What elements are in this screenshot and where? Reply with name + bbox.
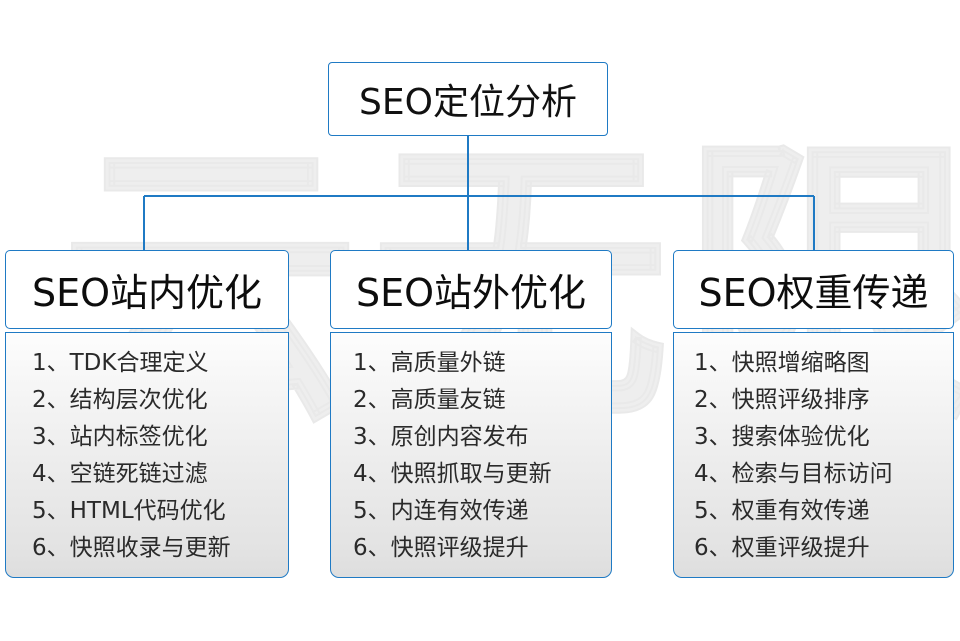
branch-header-1[interactable]: SEO站内优化 (5, 250, 289, 329)
branch-column-1: SEO站内优化 1、TDK合理定义 2、结构层次优化 3、站内标签优化 4、空链… (5, 250, 289, 578)
list-item: 4、空链死链过滤 (32, 461, 208, 487)
list-item: 6、快照评级提升 (353, 535, 529, 561)
list-item: 2、结构层次优化 (32, 387, 208, 413)
branch-list-3: 1、快照增缩略图 2、快照评级排序 3、搜索体验优化 4、检索与目标访问 5、权… (674, 345, 953, 567)
branch-header-2[interactable]: SEO站外优化 (330, 250, 612, 329)
root-node[interactable]: SEO定位分析 (328, 62, 608, 136)
list-item: 2、高质量友链 (353, 387, 506, 413)
list-item: 1、TDK合理定义 (32, 350, 209, 376)
list-item: 2、快照评级排序 (694, 387, 870, 413)
list-item: 6、快照收录与更新 (32, 535, 231, 561)
list-item: 3、搜索体验优化 (694, 424, 870, 450)
branch-header-3[interactable]: SEO权重传递 (673, 250, 954, 329)
branch-title-1: SEO站内优化 (31, 271, 263, 315)
list-item: 1、快照增缩略图 (694, 350, 870, 376)
branch-title-2: SEO站外优化 (355, 271, 587, 315)
branch-body-3: 1、快照增缩略图 2、快照评级排序 3、搜索体验优化 4、检索与目标访问 5、权… (673, 332, 954, 578)
list-item: 5、权重有效传递 (694, 498, 870, 524)
branch-column-3: SEO权重传递 1、快照增缩略图 2、快照评级排序 3、搜索体验优化 4、检索与… (673, 250, 954, 578)
list-item: 3、原创内容发布 (353, 424, 529, 450)
list-item: 1、高质量外链 (353, 350, 506, 376)
branch-column-2: SEO站外优化 1、高质量外链 2、高质量友链 3、原创内容发布 4、快照抓取与… (330, 250, 612, 578)
list-item: 4、检索与目标访问 (694, 461, 893, 487)
branch-body-1: 1、TDK合理定义 2、结构层次优化 3、站内标签优化 4、空链死链过滤 5、H… (5, 332, 289, 578)
list-item: 6、权重评级提升 (694, 535, 870, 561)
branch-list-2: 1、高质量外链 2、高质量友链 3、原创内容发布 4、快照抓取与更新 5、内连有… (331, 345, 611, 567)
root-node-title: SEO定位分析 (359, 82, 577, 123)
branch-list-1: 1、TDK合理定义 2、结构层次优化 3、站内标签优化 4、空链死链过滤 5、H… (6, 345, 288, 567)
list-item: 4、快照抓取与更新 (353, 461, 552, 487)
list-item: 3、站内标签优化 (32, 424, 208, 450)
list-item: 5、内连有效传递 (353, 498, 529, 524)
branch-title-3: SEO权重传递 (698, 271, 929, 315)
list-item: 5、HTML代码优化 (32, 498, 226, 524)
branch-body-2: 1、高质量外链 2、高质量友链 3、原创内容发布 4、快照抓取与更新 5、内连有… (330, 332, 612, 578)
